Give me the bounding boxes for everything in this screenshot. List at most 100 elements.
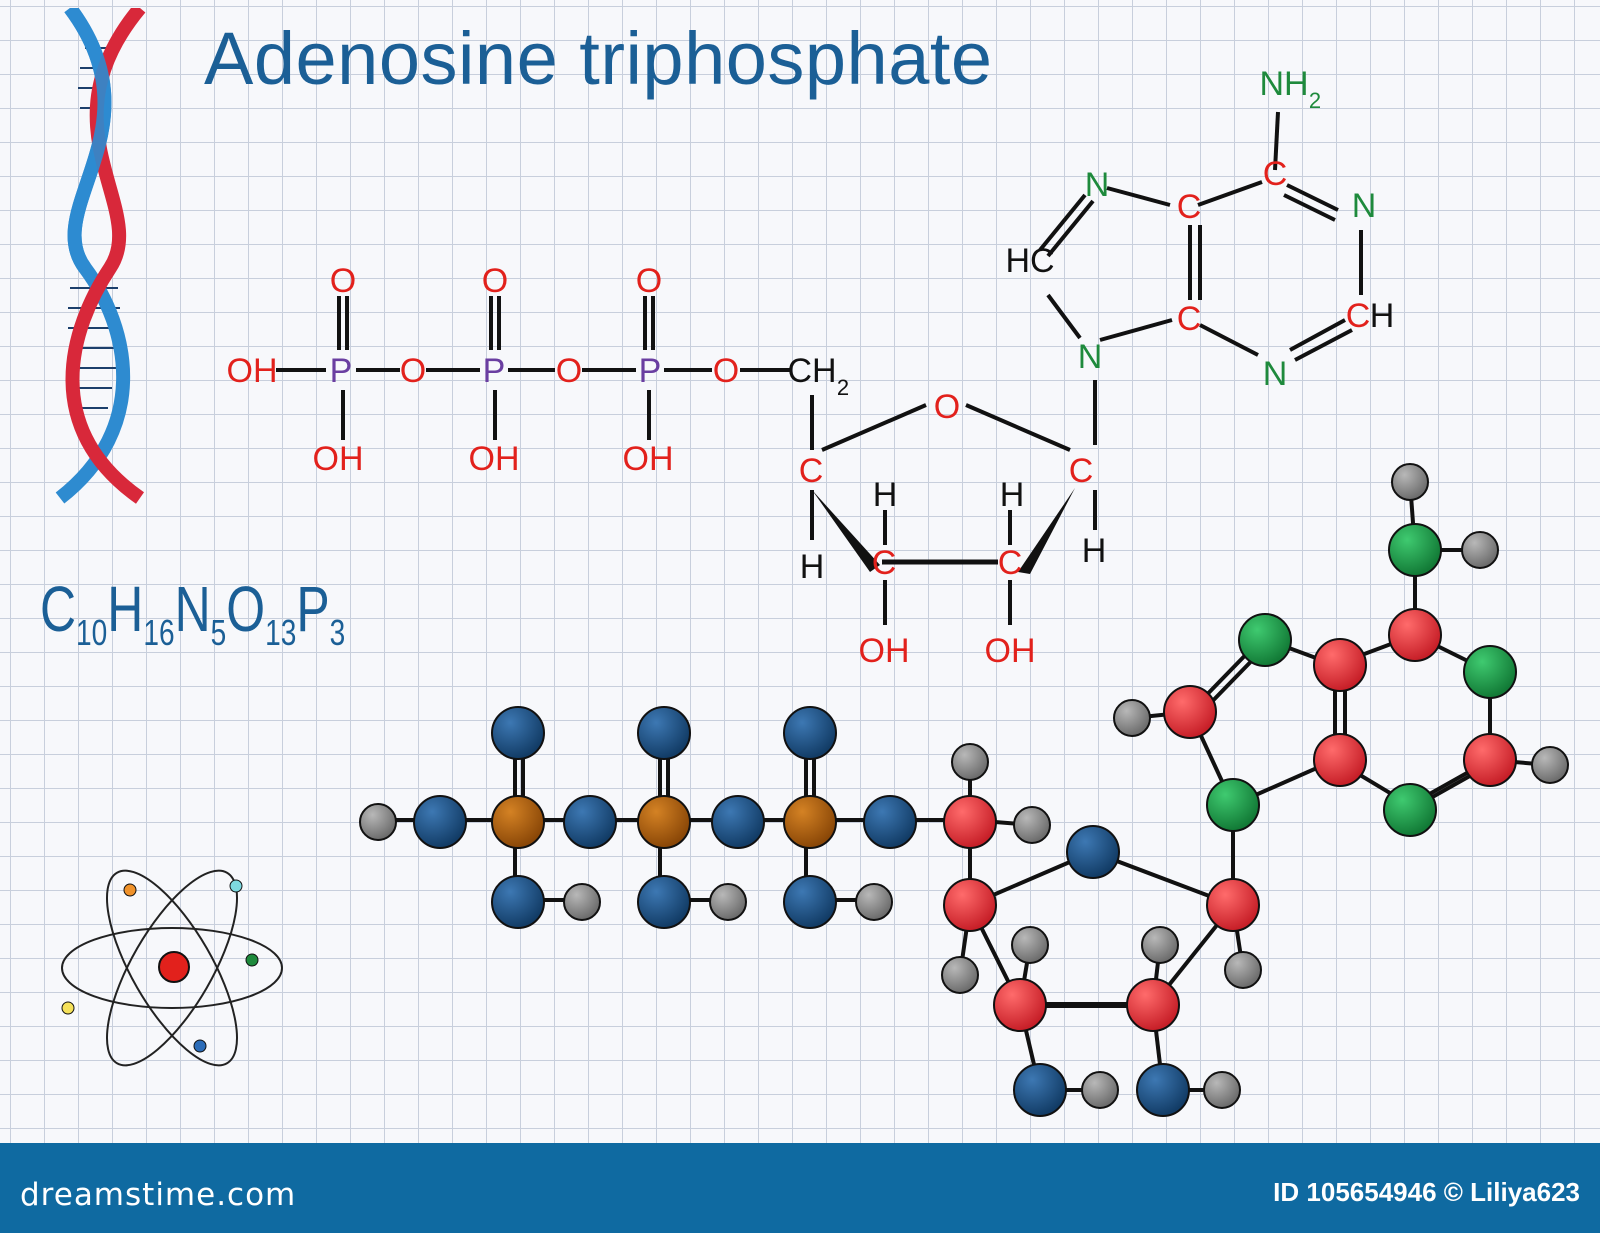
atom-label-c: C	[998, 544, 1023, 582]
atom-label-oh: OH	[313, 440, 364, 478]
atom-oxygen	[783, 875, 837, 929]
wedge-bond	[812, 490, 880, 572]
atom-label-h: H	[873, 476, 898, 514]
atom-nitrogen	[1463, 645, 1517, 699]
atom-hydrogen	[1461, 531, 1499, 569]
atom-oxygen	[491, 875, 545, 929]
atom-label-c: C	[1069, 452, 1094, 490]
atom-label-c: C	[1346, 297, 1371, 335]
atom-hydrogen	[1081, 1071, 1119, 1109]
atom-label-oh: OH	[985, 632, 1036, 670]
atom-label-o: O	[482, 262, 508, 300]
atom-phosphorus	[783, 795, 837, 849]
atom-label-ch2-sub: 2	[837, 375, 849, 400]
atom-label-o: O	[400, 352, 426, 390]
atom-nitrogen	[1206, 778, 1260, 832]
model-atoms	[359, 463, 1569, 1117]
atom-carbon	[1163, 685, 1217, 739]
atom-hydrogen	[1531, 746, 1569, 784]
atom-hydrogen	[709, 883, 747, 921]
atom-label-c: C	[1177, 300, 1202, 338]
atom-oxygen	[413, 795, 467, 849]
formula-element: N	[174, 573, 211, 645]
atom-label-o: O	[330, 262, 356, 300]
atom-label-p: P	[330, 352, 353, 390]
atom-oxygen	[1066, 825, 1120, 879]
atom-hydrogen	[1113, 699, 1151, 737]
atom-hydrogen	[1141, 926, 1179, 964]
atom-hydrogen	[1203, 1071, 1241, 1109]
atom-oxygen	[563, 795, 617, 849]
ball-and-stick-model	[359, 463, 1569, 1117]
atom-hydrogen	[563, 883, 601, 921]
atom-hydrogen	[359, 803, 397, 841]
atom-carbon	[943, 795, 997, 849]
atom-hydrogen	[1224, 951, 1262, 989]
atom-oxygen	[491, 706, 545, 760]
atom-carbon	[1126, 978, 1180, 1032]
atom-carbon	[993, 978, 1047, 1032]
atom-oxygen	[637, 875, 691, 929]
atom-label-h: H	[1000, 476, 1025, 514]
atom-phosphorus	[637, 795, 691, 849]
atom-label-n: N	[1085, 166, 1110, 204]
atom-oxygen	[1136, 1063, 1190, 1117]
dna-helix-icon	[55, 8, 146, 504]
footer-image-id: ID 105654946 © Liliya623	[1273, 1177, 1580, 1207]
atom-label-o: O	[556, 352, 582, 390]
atom-label-oh: OH	[469, 440, 520, 478]
formula-count: 16	[143, 612, 175, 653]
atom-label-nh2: NH	[1259, 65, 1308, 103]
formula-count: 10	[76, 612, 108, 653]
footer-brand: dreamstime.com	[20, 1177, 297, 1213]
atom-icon	[61, 869, 283, 1067]
atom-label-c: C	[1177, 188, 1202, 226]
wedge-bond	[1018, 488, 1075, 574]
atom-carbon	[1206, 878, 1260, 932]
model-bonds	[378, 481, 1551, 1092]
atom-nitrogen	[1388, 523, 1442, 577]
atom-hydrogen	[855, 883, 893, 921]
atom-label-n: N	[1078, 338, 1103, 376]
atom-label-n: N	[1352, 187, 1377, 225]
formula-element: H	[107, 573, 144, 645]
atom-label-c: C	[799, 452, 824, 490]
atom-phosphorus	[491, 795, 545, 849]
atom-hydrogen	[941, 956, 979, 994]
atom-label-oh: OH	[227, 352, 278, 390]
atom-label-n: N	[1263, 355, 1288, 393]
atom-carbon	[943, 878, 997, 932]
atom-hydrogen	[1011, 926, 1049, 964]
atom-oxygen	[1013, 1063, 1067, 1117]
atom-label-h: H	[1082, 532, 1107, 570]
atom-nitrogen	[1238, 613, 1292, 667]
formula-element: P	[296, 573, 330, 645]
atom-hydrogen	[1013, 806, 1051, 844]
atom-oxygen	[711, 795, 765, 849]
structural-formula: O O O OH P O P O P O OH OH OH CH 2 O C C…	[227, 65, 1395, 670]
atom-carbon	[1313, 638, 1367, 692]
atom-label-p: P	[639, 352, 662, 390]
atom-label-o: O	[636, 262, 662, 300]
atom-carbon	[1313, 733, 1367, 787]
atom-label-ring-o: O	[934, 388, 960, 426]
atom-nitrogen	[1383, 783, 1437, 837]
atom-oxygen	[637, 706, 691, 760]
atom-label-ch2: CH	[787, 352, 836, 390]
formula-element: O	[226, 573, 266, 645]
atom-label-nh2-sub: 2	[1309, 88, 1321, 113]
atom-hydrogen	[951, 743, 989, 781]
atom-oxygen	[783, 706, 837, 760]
atom-label-p: P	[483, 352, 506, 390]
molecular-formula: C10H16N5O13P3	[40, 572, 345, 654]
atom-label-c: C	[1263, 155, 1288, 193]
atom-label-c: C	[872, 544, 897, 582]
atom-oxygen	[863, 795, 917, 849]
formula-element: C	[40, 573, 77, 645]
atom-label-h: H	[1370, 297, 1395, 335]
atom-label-oh: OH	[859, 632, 910, 670]
atom-hydrogen	[1391, 463, 1429, 501]
nucleus	[158, 951, 190, 983]
page-title: Adenosine triphosphate	[204, 17, 993, 100]
